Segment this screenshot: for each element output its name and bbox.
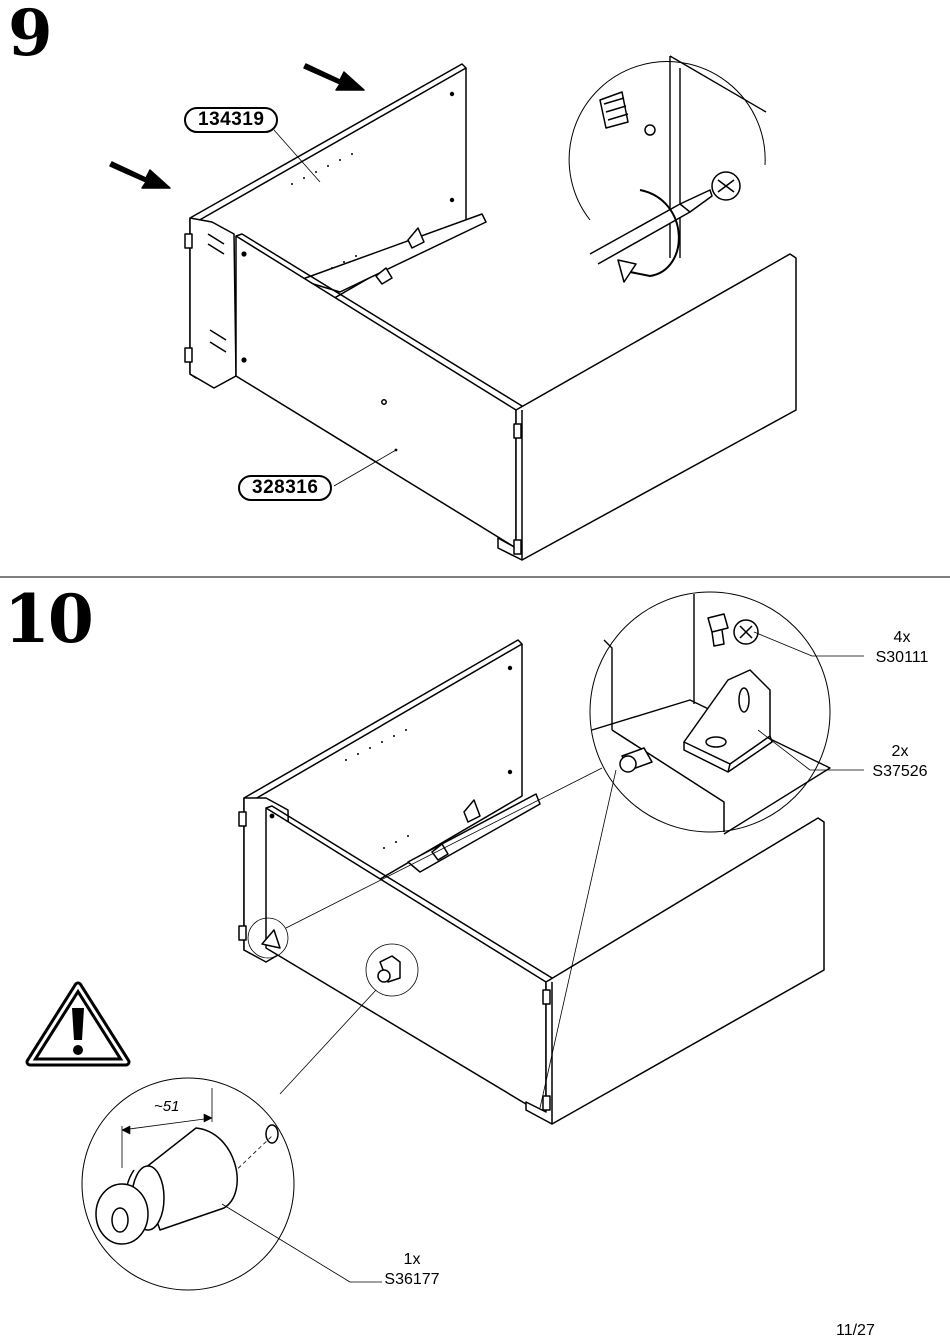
right-side-panel xyxy=(498,254,796,560)
angle-bracket xyxy=(684,670,770,764)
step-10-illustration xyxy=(30,592,864,1290)
part-label-328316: 328316 xyxy=(238,475,332,501)
part-label-134319: 134319 xyxy=(184,107,278,133)
step-number-10: 10 xyxy=(4,586,92,652)
callout-code: S30111 xyxy=(862,648,942,668)
callout-qty: 2x xyxy=(860,742,940,762)
callout-s36177: 1x S36177 xyxy=(372,1250,452,1290)
push-arrow-top xyxy=(304,64,364,90)
callout-s37526: 2x S37526 xyxy=(860,742,940,782)
push-arrow-left xyxy=(110,162,170,188)
callout-qty: 1x xyxy=(372,1250,452,1270)
detail-circle-9 xyxy=(569,56,766,282)
callout-s30111: 4x S30111 xyxy=(862,628,942,668)
callout-code: S37526 xyxy=(860,762,940,782)
dimension-label: ~51 xyxy=(154,1098,179,1115)
warning-icon xyxy=(30,986,126,1062)
callout-code: S36177 xyxy=(372,1270,452,1290)
detail-circle-bracket xyxy=(590,592,864,834)
detail-circle-knob xyxy=(82,1078,382,1290)
callout-qty: 4x xyxy=(862,628,942,648)
step-number-9: 9 xyxy=(8,2,51,66)
leader-s37526 xyxy=(758,730,864,770)
left-side-panel xyxy=(190,218,236,388)
leader-s36177 xyxy=(222,1204,382,1282)
front-panel xyxy=(236,236,516,548)
page-number: 11/27 xyxy=(836,1322,875,1340)
